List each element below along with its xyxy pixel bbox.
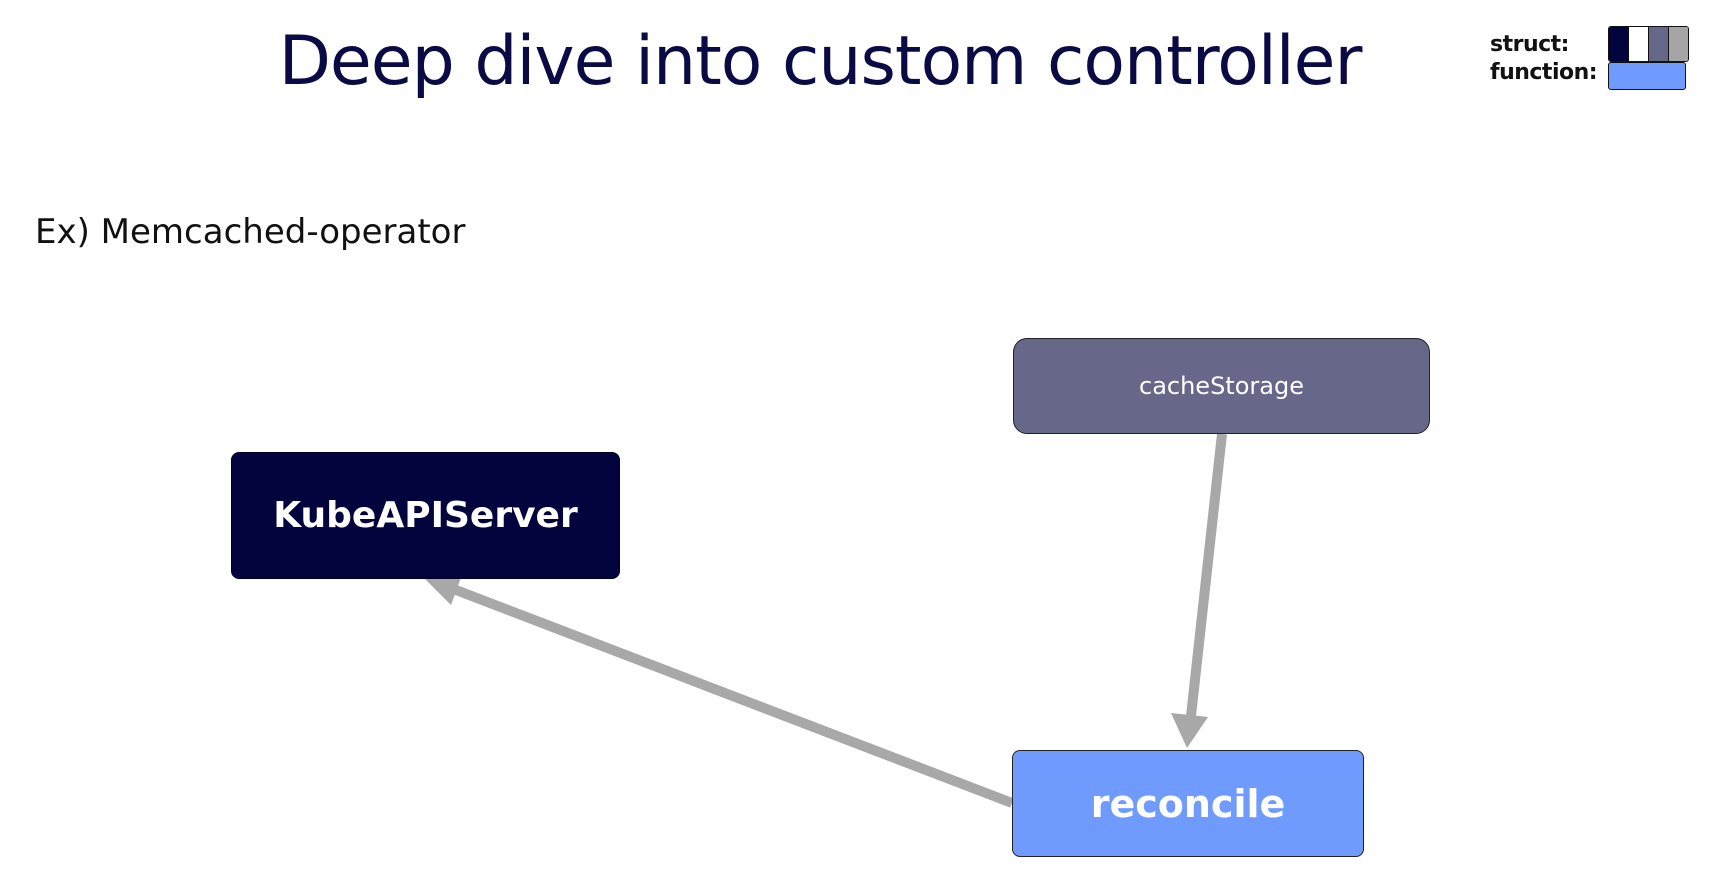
arrowhead-to-reconcile <box>1171 713 1208 748</box>
example-subtitle: Ex) Memcached-operator <box>35 212 466 252</box>
legend-struct-swatches <box>1608 26 1689 62</box>
node-cachestorage: cacheStorage <box>1013 338 1430 434</box>
legend-struct-swatch <box>1629 27 1649 61</box>
legend-struct-swatch <box>1609 27 1629 61</box>
node-reconcile: reconcile <box>1012 750 1364 857</box>
arrowhead-to-kubeapiserver <box>425 572 463 605</box>
legend-function-swatch <box>1608 62 1686 90</box>
color-legend: struct: function: <box>1490 26 1700 94</box>
slide-title: Deep dive into custom controller <box>278 22 1363 101</box>
edge-cachestorage-to-reconcile <box>1186 433 1227 717</box>
legend-function-label: function: <box>1490 60 1598 85</box>
edge-reconcile-to-kubeapiserver <box>454 585 1014 808</box>
legend-struct-swatch <box>1669 27 1688 61</box>
node-kubeapiserver-label: KubeAPIServer <box>273 495 578 536</box>
node-cachestorage-label: cacheStorage <box>1139 372 1304 400</box>
legend-struct-label: struct: <box>1490 32 1569 57</box>
legend-struct-swatch <box>1649 27 1669 61</box>
node-kubeapiserver: KubeAPIServer <box>231 452 620 579</box>
node-reconcile-label: reconcile <box>1090 781 1286 826</box>
